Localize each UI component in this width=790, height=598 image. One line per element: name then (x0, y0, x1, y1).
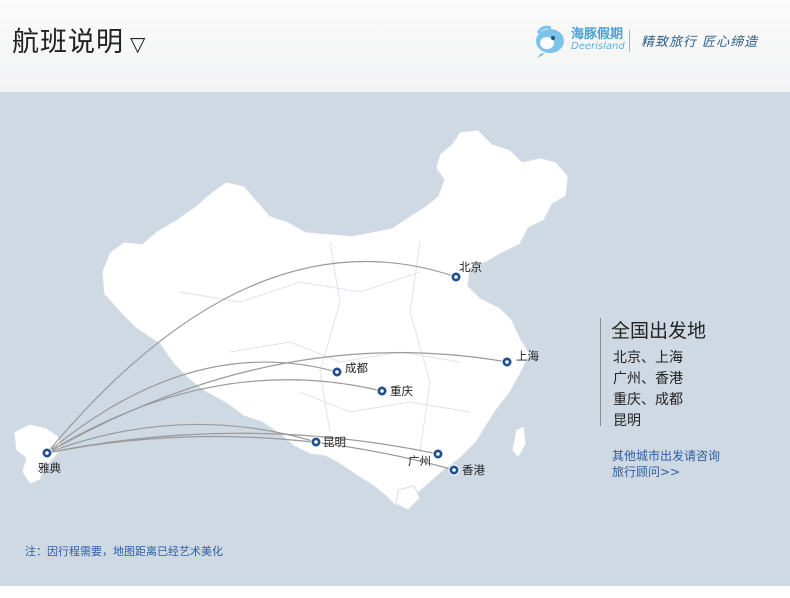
route-chengdu (46, 361, 338, 454)
greece-landmass (13, 423, 63, 485)
city-marker-kunming-dot-center (314, 440, 318, 444)
city-marker-guangzhou-dot-center (436, 452, 440, 456)
contact-advisor-link[interactable]: 其他城市出发请咨询 旅行顾问>> (612, 448, 720, 480)
city-label-chengdu: 成都 (345, 361, 368, 375)
route-chongqing (46, 379, 383, 454)
dolphin-logo-icon (536, 25, 564, 58)
city-marker-kunming (310, 436, 322, 448)
page-title[interactable]: 航班说明▽ (12, 20, 146, 59)
city-marker-beijing (450, 271, 462, 283)
city-marker-beijing-dot-center (454, 275, 458, 279)
legend-title: 全国出发地 (611, 320, 707, 342)
logo-name: 海豚假期 (571, 27, 624, 42)
page-header: 航班说明▽ 海豚假期 Deerisland 精致旅行 匠心缔造 (0, 0, 790, 92)
city-marker-guangzhou (432, 448, 444, 460)
city-marker-chengdu-dot-center (335, 370, 339, 374)
city-marker-chongqing-dot-center (380, 389, 384, 393)
city-label-hongkong: 香港 (462, 463, 485, 477)
legend-item: 北京、上海 (613, 350, 683, 366)
contact-line-1: 其他城市出发请咨询 (612, 449, 721, 463)
legend-divider (600, 318, 601, 426)
logo-subtitle: Deerisland (571, 41, 625, 52)
city-marker-shanghai-dot-center (505, 360, 509, 364)
legend-item: 广州、香港 (613, 371, 683, 387)
city-marker-chongqing (376, 385, 388, 397)
city-label-chongqing: 重庆 (390, 384, 413, 398)
flight-routes (46, 260, 508, 471)
city-label-guangzhou: 广州 (408, 454, 431, 468)
taiwan-island (511, 425, 527, 459)
hainan-island (395, 485, 421, 511)
route-kunming (46, 423, 317, 454)
city-label-beijing: 北京 (459, 260, 482, 274)
city-label-kunming: 昆明 (323, 435, 346, 449)
city-marker-hongkong (448, 464, 460, 476)
route-hongkong (46, 435, 455, 471)
map-footnote: 注：因行程需要，地图距离已经艺术美化 (25, 545, 223, 558)
dropdown-triangle-icon[interactable]: ▽ (130, 32, 147, 56)
city-marker-chengdu (331, 366, 343, 378)
bottom-strip (0, 586, 790, 598)
legend-item: 昆明 (613, 413, 641, 429)
origin-marker-dot-center (45, 451, 49, 455)
origin-label: 雅典 (38, 461, 61, 475)
city-marker-hongkong-dot-center (452, 468, 456, 472)
route-beijing (46, 260, 457, 454)
origin-marker (41, 447, 53, 459)
route-map: 北京上海成都重庆昆明广州香港 雅典 (0, 92, 790, 586)
legend-item: 重庆、成都 (613, 392, 683, 408)
brand-logo: 海豚假期 Deerisland 精致旅行 匠心缔造 (533, 23, 783, 63)
route-shanghai (46, 352, 508, 454)
contact-line-2: 旅行顾问>> (612, 465, 681, 479)
province-borders (179, 241, 471, 453)
brand-slogan: 精致旅行 匠心缔造 (641, 35, 759, 50)
page-title-text: 航班说明 (12, 27, 124, 58)
city-label-shanghai: 上海 (516, 349, 539, 363)
city-marker-shanghai (501, 356, 513, 368)
logo-divider (629, 30, 630, 52)
